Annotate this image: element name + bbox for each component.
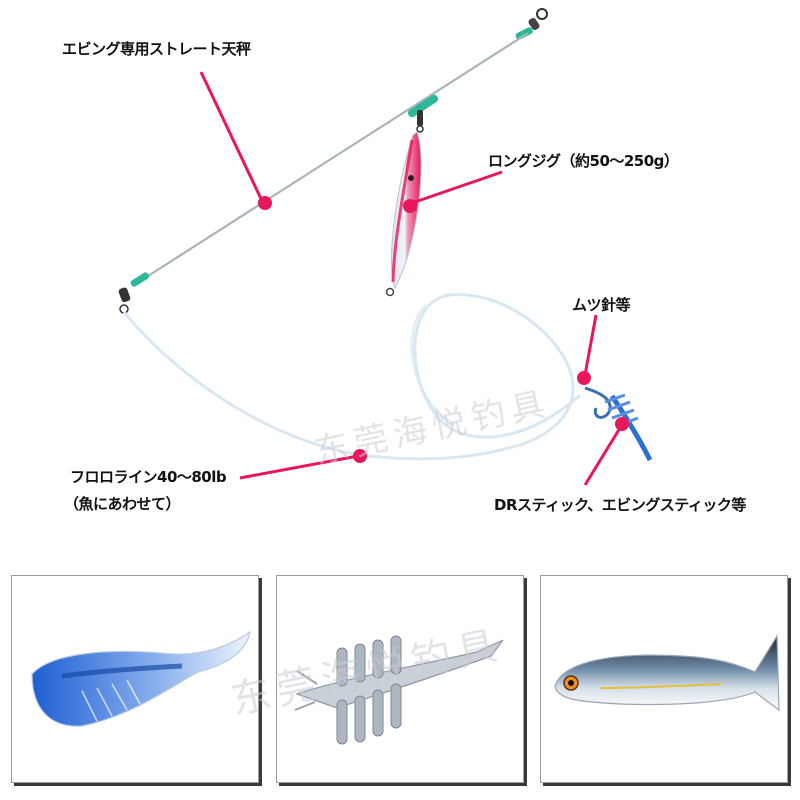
label-fluoro-line-2: （魚にあわせて） [64,493,180,514]
dot-tenbin [258,196,272,210]
product-panel-3 [540,575,788,783]
label-stick-bait: DRスティック、エビングスティック等 [494,494,746,515]
label-tenbin: エビング専用ストレート天秤 [62,38,251,59]
lower-sleeve-icon [129,271,150,288]
label-hook: ムツ針等 [572,294,630,315]
middle-swivel-icon [417,110,423,132]
dot-hook [577,371,591,385]
lower-swivel-icon [118,287,131,313]
paddle-tail-bait-icon [541,576,787,782]
tenbin-wire [134,33,528,285]
product-panel-1 [11,575,259,783]
dot-jig [403,199,417,213]
label-long-jig: ロングジグ（約50～250g） [488,150,678,171]
label-fluoro-line-1: フロロライン40～80lb [70,466,226,487]
dot-stick [615,417,629,431]
long-jig-icon [387,132,422,296]
pintail-bait-icon [12,576,258,782]
